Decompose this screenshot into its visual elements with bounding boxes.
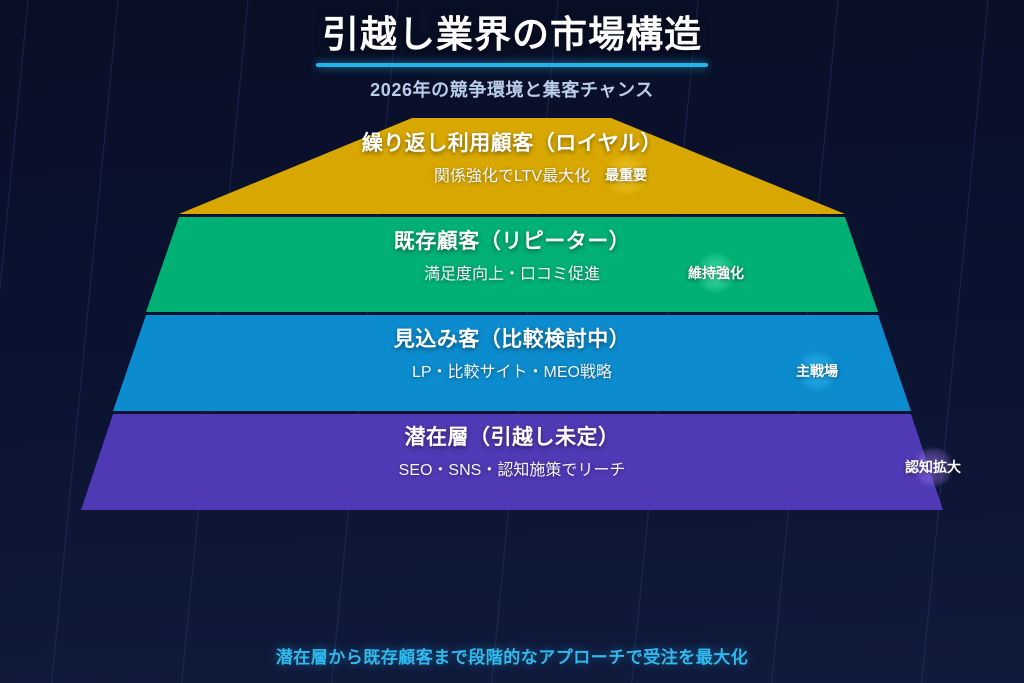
layer-title-prospect: 見込み客（比較検討中）	[393, 328, 631, 351]
pyramid-layer-text-3: 既存顧客（リピーター） 満足度向上・口コミ促進	[0, 225, 1024, 284]
title-underline-decoration	[316, 62, 708, 67]
footer-summary: 潜在層から既存顧客まで段階的なアプローチで受注を最大化	[275, 648, 749, 667]
page-title: 引越し業界の市場構造	[322, 14, 702, 55]
layer-desc-prospect: LP・比較サイト・MEO戦略	[411, 364, 613, 381]
status-badge-prospect: 主戦場	[796, 351, 838, 391]
status-badge-loyal: 最重要	[605, 155, 647, 195]
pyramid-layer-text-1: 潜在層（引越し未定） SEO・SNS・認知施策でリーチ	[0, 421, 1024, 480]
badge-label-prospect: 主戦場	[796, 363, 838, 379]
layer-desc-loyal: 関係強化でLTV最大化	[433, 168, 591, 185]
page-subtitle: 2026年の競争環境と集客チャンス	[370, 79, 654, 100]
pyramid-layer-text-4: 繰り返し利用顧客（ロイヤル） 関係強化でLTV最大化	[0, 127, 1024, 186]
badge-label-loyal: 最重要	[605, 167, 647, 183]
status-badge-latent: 認知拡大	[905, 447, 961, 487]
layer-desc-latent: SEO・SNS・認知施策でリーチ	[398, 462, 626, 479]
pyramid-layer-text-2: 見込み客（比較検討中） LP・比較サイト・MEO戦略	[0, 323, 1024, 382]
layer-desc-repeater: 満足度向上・口コミ促進	[423, 266, 600, 283]
badge-label-repeater: 維持強化	[688, 265, 744, 281]
layer-title-repeater: 既存顧客（リピーター）	[393, 230, 631, 253]
status-badge-repeater: 維持強化	[688, 253, 744, 293]
layer-title-loyal: 繰り返し利用顧客（ロイヤル）	[361, 132, 663, 155]
slide-header: 引越し業界の市場構造 2026年の競争環境と集客チャンス	[0, 0, 1024, 102]
badge-label-latent: 認知拡大	[905, 459, 961, 475]
layer-title-latent: 潜在層（引越し未定）	[404, 426, 620, 449]
